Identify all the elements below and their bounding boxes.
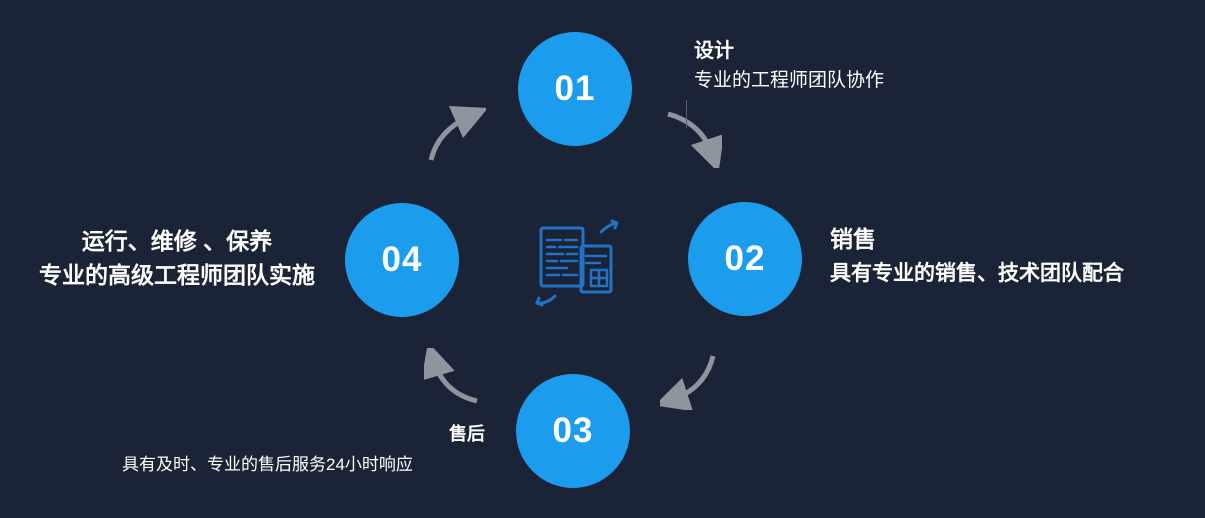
step-title-sales: 销售 xyxy=(830,226,876,252)
arrow-step1-to-step2-icon xyxy=(667,111,722,168)
step-title-design: 设计 xyxy=(694,40,734,62)
arrow-step2-to-step3-icon xyxy=(660,355,716,410)
arrow-step4-to-step1-icon xyxy=(428,106,486,161)
step-number-03: 03 xyxy=(552,411,594,450)
step-title-operation: 运行、维修 、保养 xyxy=(81,228,273,254)
step-desc-sales: 具有专业的销售、技术团队配合 xyxy=(830,262,1124,285)
step-label-sales: 销售 具有专业的销售、技术团队配合 xyxy=(830,224,1124,288)
step-circle-04: 04 xyxy=(345,203,459,317)
step-circle-01: 01 xyxy=(518,32,632,146)
step-desc-operation: 专业的高级工程师团队实施 xyxy=(39,262,315,288)
step-number-02: 02 xyxy=(724,239,766,278)
step-desc-aftersales: 具有及时、专业的售后服务24小时响应 xyxy=(122,455,413,474)
step-circle-02: 02 xyxy=(688,202,802,316)
step-desc-design: 专业的工程师团队协作 xyxy=(694,70,885,91)
arrow-step3-to-step4-icon xyxy=(424,348,478,404)
step-number-04: 04 xyxy=(381,240,423,279)
step-label-operation: 运行、维修 、保养 专业的高级工程师团队实施 xyxy=(6,226,348,290)
document-sync-icon xyxy=(525,212,625,312)
step-circle-03: 03 xyxy=(516,374,630,488)
step-number-01: 01 xyxy=(554,69,596,108)
step-title-aftersales: 售后 xyxy=(449,424,485,444)
step-label-design: 设计 专业的工程师团队协作 xyxy=(694,38,884,94)
label-tick-line xyxy=(686,100,687,128)
